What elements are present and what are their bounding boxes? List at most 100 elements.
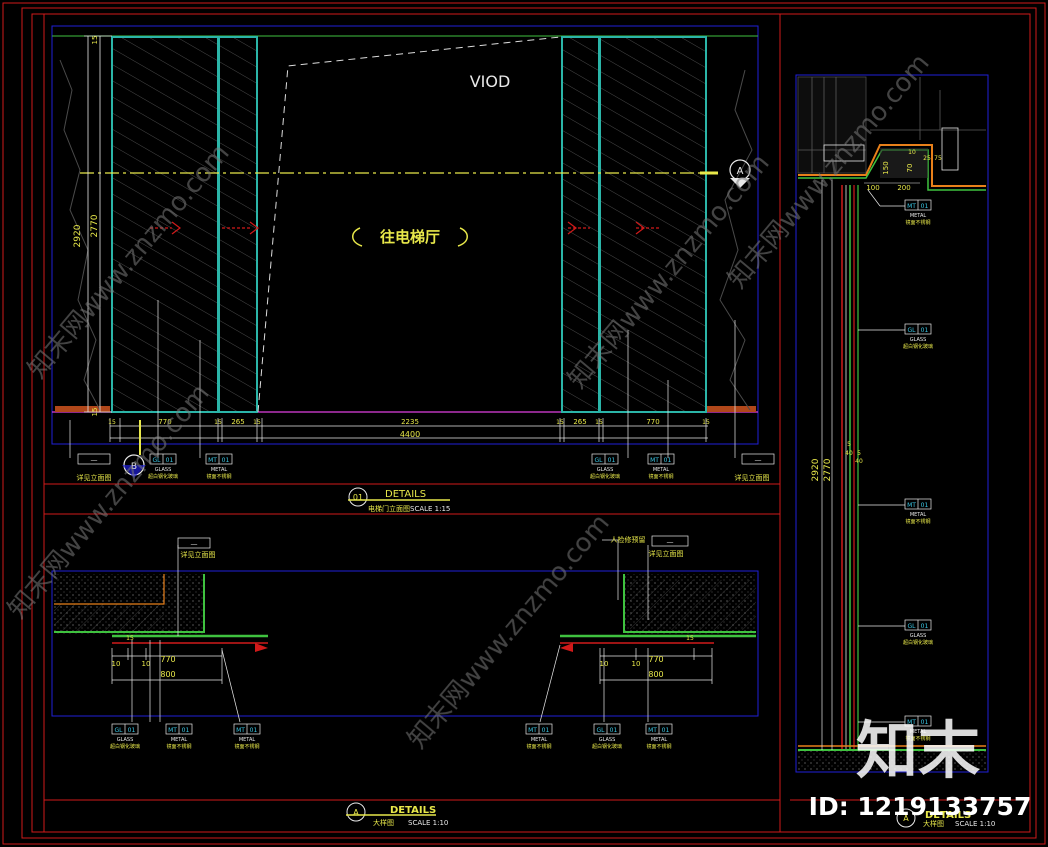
svg-text:200: 200 [897,184,910,192]
glass-panel-right-fixed [599,36,707,413]
svg-text:10: 10 [142,660,151,668]
svg-text:MT: MT [208,457,217,464]
section-floor [798,750,986,770]
svg-text:GLASS: GLASS [910,633,927,639]
svg-text:METAL: METAL [531,737,548,743]
section-marker-b[interactable]: B [122,420,146,478]
svg-text:详见立面图: 详见立面图 [77,473,112,482]
svg-text:人检修预留: 人检修预留 [611,535,646,544]
wall-break-line-left [59,59,101,411]
svg-text:GLASS: GLASS [117,737,134,743]
door-opening-dashed [257,36,561,413]
wall-break-line-right [719,69,753,411]
dim-label: 2235 [401,418,419,426]
svg-text:GL: GL [595,457,604,464]
dim-height-inner: 2770 [90,214,100,237]
svg-text:MT: MT [648,727,657,734]
svg-text:GL: GL [115,727,124,734]
section-title-block: A DETAILS 大样图 SCALE 1:10 [896,808,995,828]
horizontal-dimension-chain [109,418,708,442]
svg-text:镜面不锈钢: 镜面不锈钢 [206,473,231,480]
floor-finish-left [55,406,110,412]
glass-panel-right-door [561,36,600,413]
svg-text:METAL: METAL [211,467,228,473]
section-top-dims: 150 70 10 25 75 100 200 [864,149,942,192]
svg-text:DETAILS: DETAILS [390,805,436,816]
details-title: DETAILS [385,489,426,500]
svg-text:01: 01 [542,727,550,734]
svg-text:770: 770 [160,655,175,664]
svg-text:70: 70 [906,164,914,173]
svg-text:MT: MT [236,727,245,734]
svg-text:15: 15 [686,635,694,642]
svg-text:METAL: METAL [239,737,256,743]
dim-height-outer: 2920 [73,224,83,247]
svg-text:超白钢化玻璃: 超白钢化玻璃 [590,473,620,480]
svg-text:01: 01 [921,719,929,726]
svg-text:5: 5 [847,441,851,448]
dim-top: 15 [91,36,99,45]
svg-text:镜面不锈钢: 镜面不锈钢 [905,518,930,525]
svg-text:01: 01 [250,727,258,734]
plan-viewport [51,570,759,717]
dim-label: 770 [646,418,659,426]
svg-text:770: 770 [648,655,663,664]
elevation-view[interactable]: VIOD 往电梯厅 A [51,25,775,482]
svg-text:—: — [191,540,198,548]
section-detail-view[interactable]: 2920 2770 5 40 5 40 150 70 10 25 75 100 … [795,74,989,773]
svg-text:—: — [667,538,674,546]
section-vertical-dims [821,180,833,750]
svg-text:MT: MT [907,719,916,726]
dim-label: 15 [214,419,222,426]
details-scale: SCALE 1:15 [410,505,450,513]
svg-text:GLASS: GLASS [910,337,927,343]
svg-text:GL: GL [597,727,606,734]
section-marker-a[interactable]: A [729,159,751,188]
svg-text:DETAILS: DETAILS [925,810,971,821]
svg-text:—: — [91,456,98,464]
svg-text:MT: MT [907,502,916,509]
svg-text:MT: MT [650,457,659,464]
svg-text:800: 800 [648,670,663,679]
ceiling-finish [798,144,986,187]
floor-finish-right [706,406,756,412]
svg-text:SCALE 1:10: SCALE 1:10 [955,820,995,828]
svg-text:01: 01 [608,457,616,464]
svg-text:2920: 2920 [811,458,821,481]
svg-text:75: 75 [934,155,942,162]
glass-panel-left-door [218,36,258,413]
svg-text:镜面不锈钢: 镜面不锈钢 [905,735,930,742]
dim-label: 15 [108,419,116,426]
ref-callout-right: — 详见立面图 [735,453,775,482]
svg-text:大样图: 大样图 [373,818,394,827]
dim-label: 265 [573,418,586,426]
svg-text:150: 150 [882,161,890,174]
svg-text:10: 10 [908,149,916,156]
plan-ref-callout-right: — 详见立面图 人检修预留 [611,535,689,558]
svg-text:MT: MT [907,203,916,210]
svg-text:A: A [903,814,909,823]
svg-text:镜面不锈钢: 镜面不锈钢 [905,219,930,226]
ceiling-structure [797,76,867,174]
svg-text:METAL: METAL [653,467,670,473]
plan-detail-view[interactable]: 770 800 10 10 15 770 800 10 10 15 [51,535,759,750]
svg-text:100: 100 [866,184,879,192]
